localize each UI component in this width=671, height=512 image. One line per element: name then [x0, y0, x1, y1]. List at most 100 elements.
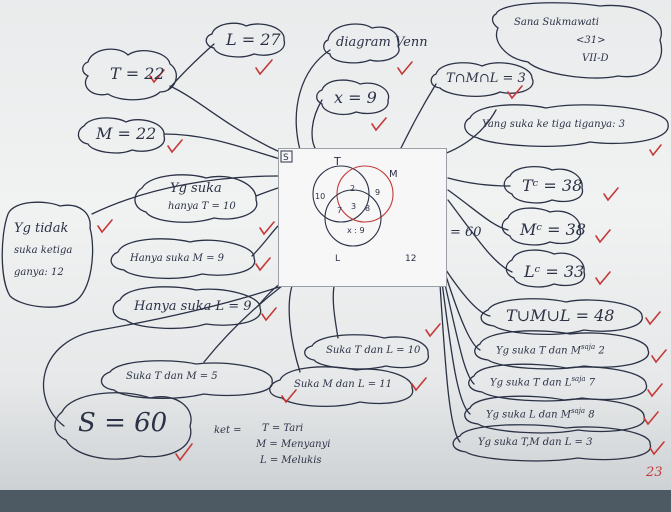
label-M: M — [389, 169, 398, 180]
fact-L-and-M-only: Yg suka L dan Msaja 8 — [486, 407, 595, 421]
link-S — [42, 285, 283, 427]
venn-diagram-box: S T M L 10 2 9 7 3 8 x : 9 12 — [278, 148, 447, 287]
bubble-TM — [100, 360, 273, 400]
fact-intersection: T∩M∩L = 3 — [446, 71, 526, 86]
region-T-M: 2 — [350, 184, 355, 193]
fact-T: T = 22 — [110, 64, 165, 83]
legend-L: L = Melukis — [260, 455, 322, 466]
region-outside: 12 — [405, 254, 416, 264]
bubble-lm — [464, 395, 646, 434]
region-center: 3 — [351, 202, 356, 211]
link-ML — [288, 285, 301, 373]
bubble-all — [452, 424, 652, 462]
bubble-mc — [501, 207, 582, 246]
label-S: S — [283, 153, 289, 163]
link-all — [439, 283, 461, 443]
fact-T-and-L: Suka T dan L = 10 — [326, 345, 421, 356]
link-int — [399, 83, 437, 151]
bubble-lc — [505, 249, 586, 288]
bubble-neither — [1, 201, 94, 308]
link-three — [443, 109, 497, 155]
fact-all-three-note: Yang suka ke tiga tiganya: 3 — [482, 119, 626, 130]
fact-M-and-L: Suka M dan L = 11 — [294, 379, 392, 390]
region-only-M: 9 — [375, 188, 380, 197]
link-M — [163, 133, 285, 161]
fact-S-total: S = 60 — [78, 408, 168, 438]
fact-M: M = 22 — [96, 124, 157, 143]
bubble-title — [323, 23, 400, 64]
link-title — [295, 49, 331, 151]
link-lc — [447, 199, 513, 273]
link-tc — [447, 177, 511, 187]
bubble-onlyL — [112, 286, 262, 330]
region-M-L: 8 — [365, 204, 370, 213]
fact-neither-line3: ganya: 12 — [14, 267, 64, 278]
region-only-T: 10 — [315, 192, 325, 201]
bubble-S — [54, 392, 192, 460]
bubble-L — [205, 22, 286, 58]
fact-T-complement: Tᶜ = 38 — [522, 176, 583, 195]
fact-M-complement: Mᶜ = 38 — [520, 220, 586, 239]
venn-total-note: = 60 — [450, 225, 482, 240]
fact-L: L = 27 — [226, 30, 281, 49]
bubble-onlyT — [134, 174, 258, 223]
venn-diagram: S T M L 10 2 9 7 3 8 x : 9 12 — [280, 150, 416, 264]
check-marks — [97, 59, 667, 462]
bubble-M — [77, 117, 165, 154]
link-neither — [91, 175, 279, 215]
fact-union: T∪M∪L = 48 — [506, 306, 615, 325]
fact-neither-line1: Yg tidak — [14, 221, 69, 236]
bubble-ML — [269, 366, 414, 408]
table-edge — [0, 490, 671, 512]
link-TM — [203, 285, 283, 363]
fact-T-and-M: Suka T dan M = 5 — [126, 371, 218, 382]
bubble-TL — [304, 334, 429, 370]
author-class: VII-D — [582, 53, 609, 64]
link-union — [445, 269, 491, 317]
fact-only-L: Hanya suka L = 9 — [134, 299, 252, 314]
bubble-union — [480, 298, 643, 336]
bubble-tc — [503, 165, 584, 204]
legend-M: M = Menyanyi — [256, 439, 331, 450]
fact-T-and-M-only: Yg suka T dan Msaja 2 — [496, 343, 605, 357]
link-tm — [445, 275, 481, 351]
set-T-circle — [312, 165, 370, 223]
page-number: 23 — [646, 465, 663, 480]
diagram-title: diagram Venn — [336, 35, 428, 50]
bubble-int — [430, 62, 534, 97]
fact-only-M: Hanya suka M = 9 — [130, 253, 225, 264]
bubble-onlyM — [110, 238, 256, 280]
link-x — [311, 99, 323, 151]
universe-corner-mark — [280, 150, 293, 163]
bubble-three — [464, 104, 669, 148]
set-M-circle — [336, 165, 394, 223]
label-T: T — [333, 155, 341, 168]
fact-x: x = 9 — [334, 88, 377, 107]
bubble-tl — [468, 363, 648, 402]
fact-only-T-line1: Yg suka — [170, 181, 222, 196]
link-onlyT — [255, 187, 279, 197]
author-number: <31> — [576, 35, 606, 46]
fact-T-and-L-only: Yg suka T dan Lsaja 7 — [490, 375, 596, 389]
region-T-L: 7 — [337, 206, 342, 215]
label-L: L — [335, 254, 340, 264]
link-onlyM — [251, 225, 279, 257]
set-L-circle — [324, 189, 382, 247]
legend-prefix: ket = — [214, 425, 242, 436]
author-name: Sana Sukmawati — [514, 17, 599, 28]
fact-L-complement: Lᶜ = 33 — [524, 262, 585, 281]
region-only-L: x : 9 — [347, 226, 365, 235]
bubble-tm — [474, 330, 650, 370]
fact-only-T-line2: hanya T = 10 — [168, 201, 236, 212]
fact-all-three: Yg suka T,M dan L = 3 — [478, 437, 593, 448]
link-T — [169, 85, 285, 155]
link-lm — [441, 281, 471, 415]
link-tl — [443, 279, 475, 385]
bubble-T — [82, 48, 177, 101]
legend-T: T = Tari — [262, 423, 304, 434]
bubble-author — [491, 2, 663, 79]
link-L — [167, 43, 215, 91]
link-TL — [332, 285, 339, 339]
